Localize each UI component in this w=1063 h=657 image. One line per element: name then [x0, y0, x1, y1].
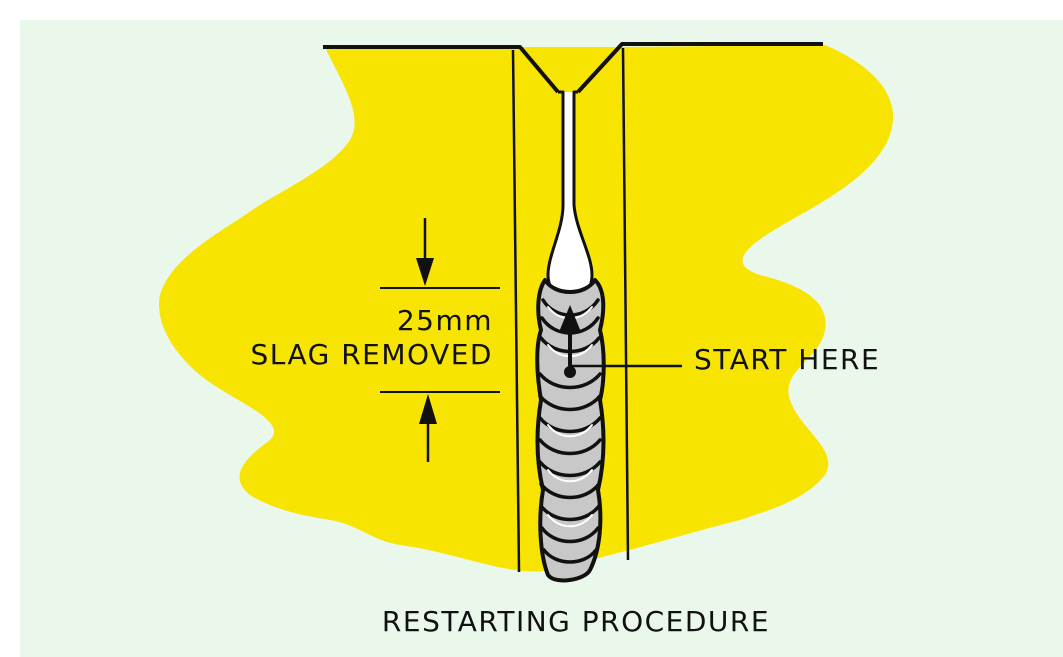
plate-edge-left: [511, 49, 521, 573]
dimension-arrow-top: [416, 218, 434, 286]
dimension-label: 25mm: [397, 304, 493, 337]
steel-plate: [159, 45, 894, 572]
dimension-arrow-bottom: [419, 394, 437, 462]
plate-top-edge-left: [323, 45, 560, 94]
plate-edge-right: [621, 47, 630, 561]
start-here-label: START HERE: [694, 343, 880, 376]
start-arrow: [559, 305, 581, 378]
slag-removed-label: SLAG REMOVED: [250, 338, 493, 371]
plate-top-edge-right: [576, 42, 823, 94]
diagram-caption: RESTARTING PROCEDURE: [382, 605, 770, 638]
weld-ripples: [538, 298, 602, 564]
